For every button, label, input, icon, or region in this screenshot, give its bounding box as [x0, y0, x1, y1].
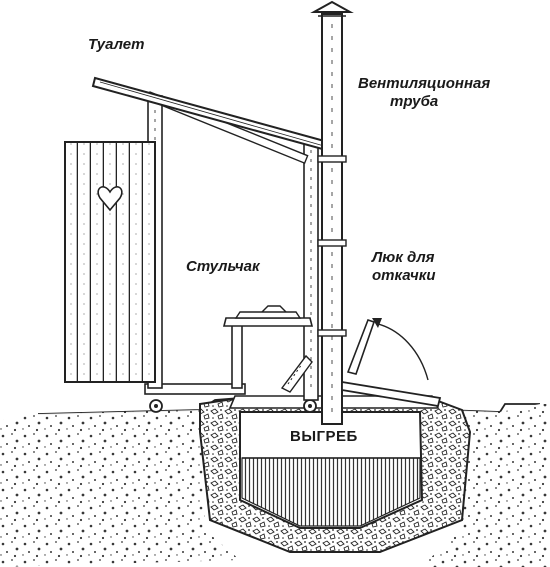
label-ventilation-pipe-line2: труба [390, 93, 439, 110]
label-cesspit: ВЫГРЕБ [290, 428, 358, 445]
label-ventilation-pipe-line1: Вентиляционная [358, 75, 491, 92]
label-seat: Стульчак [186, 258, 260, 275]
label-pump-hatch-line2: откачки [372, 267, 436, 284]
label-toilet: Туалет [88, 36, 145, 53]
cesspit [199, 395, 472, 553]
floor-beam [144, 383, 317, 413]
ventilation-pipe [310, 0, 354, 425]
label-pump-hatch: Люк для откачки [372, 249, 436, 285]
heart-icon [97, 186, 123, 212]
pump-hatch [341, 318, 442, 408]
hatch-arrow-icon [377, 323, 429, 381]
roof [91, 76, 330, 152]
door [64, 141, 156, 383]
label-pump-hatch-line1: Люк для [372, 249, 435, 266]
label-ventilation-pipe: Вентиляционная труба [358, 75, 490, 111]
toilet-seat [222, 305, 314, 393]
